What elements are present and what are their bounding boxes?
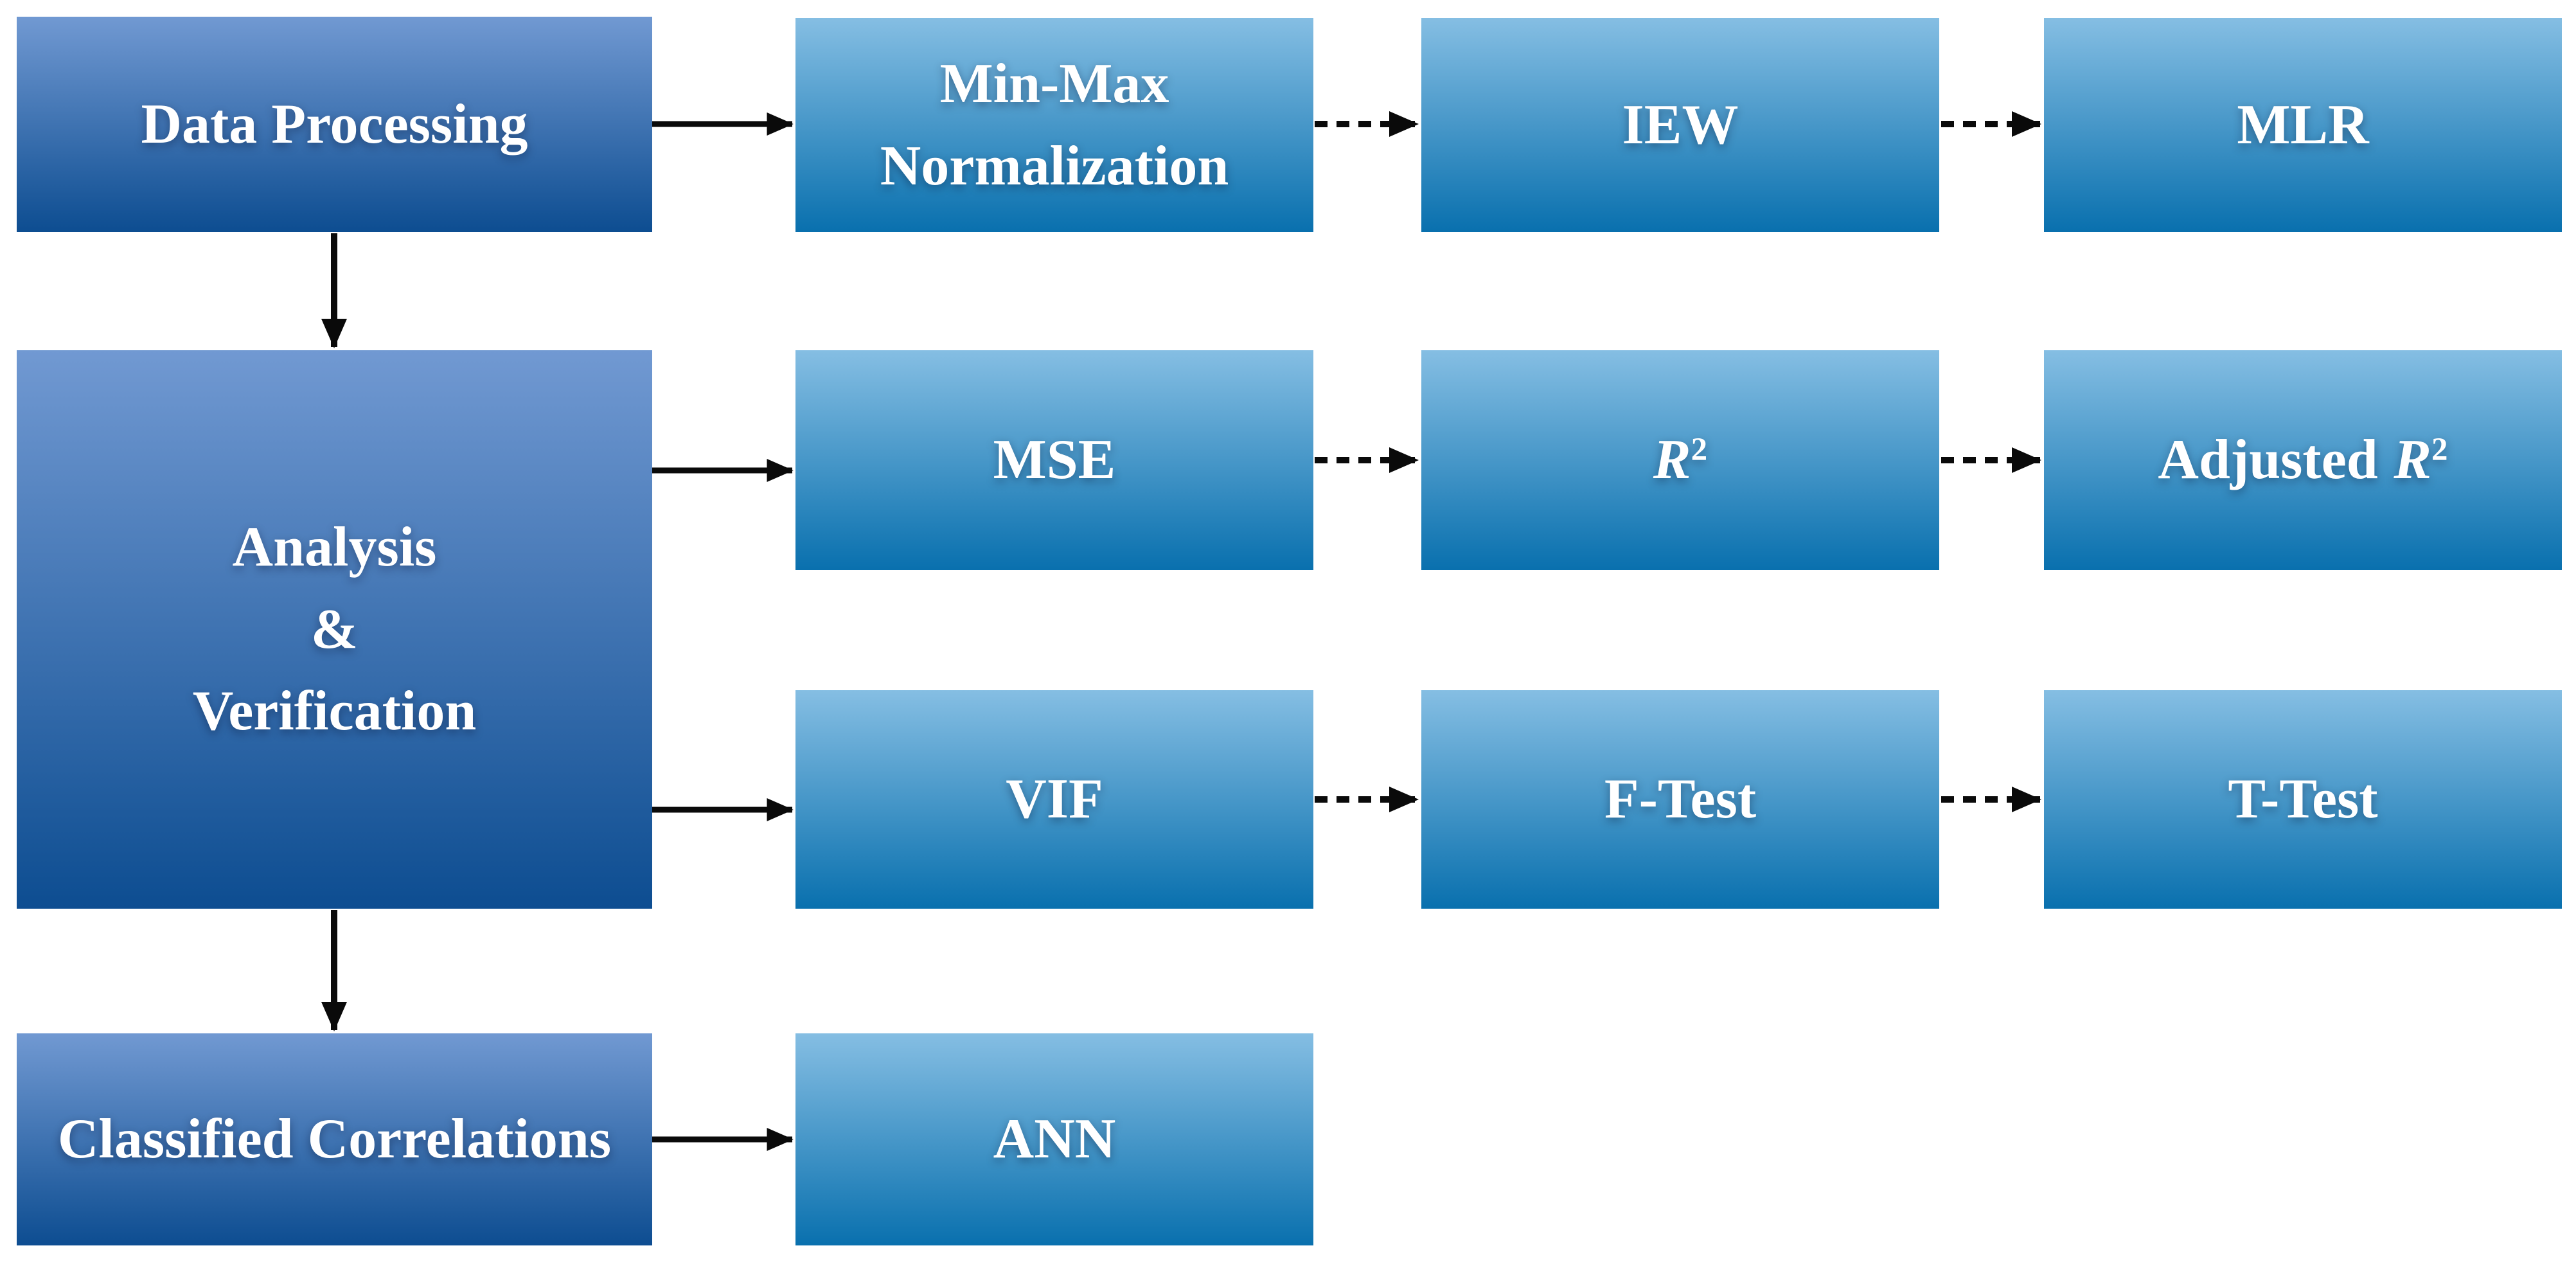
node-label: Data Processing [141,93,528,156]
node-iew: IEW [1421,18,1939,232]
node-f-test: F-Test [1421,690,1939,909]
r-symbol: R [2394,429,2432,492]
node-label: ANN [993,1108,1116,1171]
node-t-test: T-Test [2044,690,2562,909]
node-min-max-normalization: Min-Max Normalization [795,18,1313,232]
node-label: Min-Max Normalization [880,43,1229,207]
label-line-2: & [310,598,359,661]
node-label: F-Test [1604,768,1757,831]
node-adjusted-r-squared: Adjusted R2 [2044,350,2562,570]
node-label: Classified Correlations [57,1108,612,1171]
node-label: MLR [2237,93,2369,156]
node-vif: VIF [795,690,1313,909]
r-symbol: R [1653,429,1691,492]
adjusted-prefix: Adjusted [2158,429,2378,492]
node-mse: MSE [795,350,1313,570]
node-ann: ANN [795,1033,1313,1245]
node-label: VIF [1006,768,1103,831]
node-label: MSE [993,429,1116,492]
node-label: T-Test [2228,768,2378,831]
label-line-3: Verification [192,680,477,743]
label-line-2: Normalization [880,134,1229,197]
label-line-1: Analysis [232,516,437,579]
superscript: 2 [1691,432,1708,468]
node-classified-correlations: Classified Correlations [17,1033,652,1245]
label-line-1: Min-Max [939,52,1169,115]
node-label: Analysis & Verification [193,506,477,753]
node-data-processing: Data Processing [17,17,652,232]
node-label: R2 [1653,419,1707,501]
node-label: Adjusted R2 [2158,419,2447,501]
superscript: 2 [2431,432,2448,468]
node-mlr: MLR [2044,18,2562,232]
node-analysis-verification: Analysis & Verification [17,350,652,909]
node-r-squared: R2 [1421,350,1939,570]
node-label: IEW [1622,93,1739,156]
